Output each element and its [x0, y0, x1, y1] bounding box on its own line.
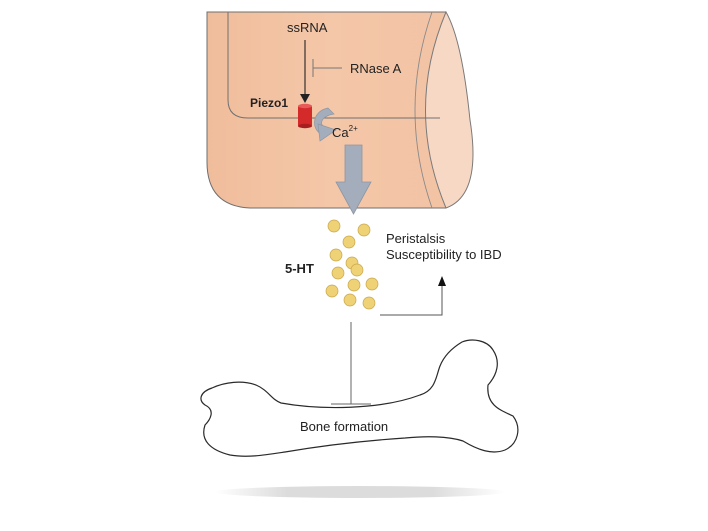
serotonin-granule-icon [365, 277, 379, 291]
bone-outline [200, 339, 519, 457]
calcium-curved-arrow-head [317, 123, 337, 142]
ssrna-label: ssRNA [287, 20, 328, 35]
serotonin-granule-icon [331, 266, 345, 280]
serotonin-granule-icon [347, 278, 361, 292]
bone-formation-label: Bone formation [300, 419, 388, 434]
ibd-label: Susceptibility to IBD [386, 247, 502, 262]
serotonin-granule-icon [362, 296, 376, 310]
serotonin-granule-icon [325, 284, 339, 298]
serotonin-granule-icon [327, 219, 341, 233]
serotonin-granule-icon [350, 263, 364, 277]
rnase-group: RNase A [312, 59, 402, 77]
epithelium-line [227, 12, 440, 119]
serotonin-granule-icon [342, 235, 356, 249]
piezo1-channel-icon [298, 103, 312, 129]
serotonin-granule-icon [329, 248, 343, 262]
serotonin-granule-icon [343, 293, 357, 307]
calcium-label: Ca2+ [332, 124, 358, 140]
piezo1-label: Piezo1 [250, 96, 288, 110]
ssrna-arrow-head [300, 94, 310, 103]
rnase-label: RNase A [350, 61, 402, 76]
release-arrow [335, 144, 372, 215]
gut-lumen-inner-rim [414, 11, 433, 209]
calcium-influx-arrow [314, 107, 337, 142]
peristalsis-label: Peristalsis [386, 231, 446, 246]
gut-tube [206, 10, 474, 209]
bone-icon: Bone formation [200, 339, 519, 498]
bone-shadow [215, 486, 505, 498]
serotonin-granule-icon [357, 223, 371, 237]
serotonin-granules [325, 219, 379, 310]
bone-inhibition [331, 322, 371, 405]
gut-effect-arrow [380, 276, 446, 316]
calcium-charge: 2+ [349, 124, 358, 133]
gut-lumen-opening [425, 10, 474, 209]
ssrna-group: ssRNA [287, 20, 328, 103]
serotonin-label: 5-HT [285, 261, 314, 276]
piezo1-group: Piezo1 [250, 96, 312, 129]
